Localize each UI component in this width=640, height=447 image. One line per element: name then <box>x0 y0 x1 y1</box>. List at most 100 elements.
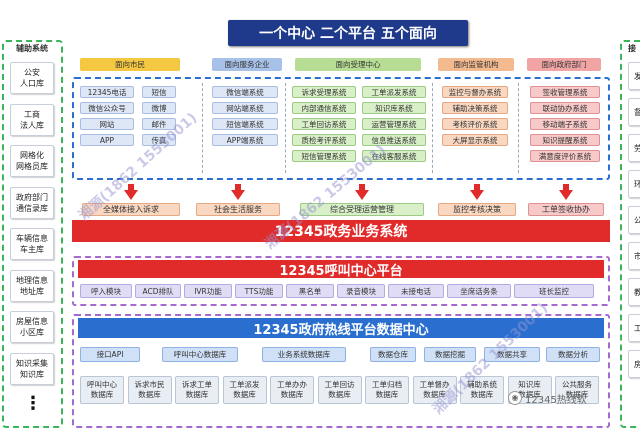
right-sidebar-item[interactable]: 公 <box>628 206 640 234</box>
center-system-chip[interactable]: 工单派发系统 <box>362 86 426 98</box>
center-system-chip[interactable]: 诉求受理系统 <box>292 86 356 98</box>
center-system-chip[interactable]: 内部通信系统 <box>292 102 356 114</box>
callcenter-module-chip[interactable]: TTS功能 <box>235 284 283 298</box>
government-system-chip[interactable]: 满意度评价系统 <box>530 150 600 162</box>
datacenter-module-chip[interactable]: 接口API <box>80 347 140 362</box>
flow-arrow <box>124 190 138 200</box>
citizen-channel-chip[interactable]: 传真 <box>142 134 176 146</box>
page-title: 一个中心 二个平台 五个面向 <box>228 20 468 46</box>
supervision-system-chip[interactable]: 大屏显示系统 <box>442 134 508 146</box>
right-sidebar-item[interactable]: 市 <box>628 242 640 270</box>
supervision-system-chip[interactable]: 辅助决策系统 <box>442 102 508 114</box>
database-chip[interactable]: 工单回访数据库 <box>317 376 362 404</box>
supervision-system-chip[interactable]: 考核评价系统 <box>442 118 508 130</box>
sidebar-item[interactable]: 地理信息地址库 <box>10 269 54 302</box>
right-sidebar-item[interactable]: 工 <box>628 314 640 342</box>
datacenter-module-chip[interactable]: 数据分析 <box>546 347 600 362</box>
database-chip[interactable]: 诉求市民数据库 <box>127 376 172 404</box>
enterprise-system-chip[interactable]: 微信端系统 <box>212 86 278 98</box>
facing-tab[interactable]: 面向政府部门 <box>527 58 601 71</box>
citizen-channel-chip[interactable]: 12345电话 <box>80 86 134 98</box>
front-systems-divider-2 <box>285 83 286 173</box>
citizen-channel-chip[interactable]: 邮件 <box>142 118 176 130</box>
facing-tab[interactable]: 面向受理中心 <box>295 58 421 71</box>
datacenter-module-chip[interactable]: 数据挖掘 <box>424 347 476 362</box>
citizen-channel-chip[interactable]: 微博 <box>142 102 176 114</box>
callcenter-module-chip[interactable]: 坐席话务条 <box>447 284 511 298</box>
right-sidebar-item[interactable]: 督 <box>628 98 640 126</box>
facing-tab[interactable]: 面向市民 <box>80 58 180 71</box>
callcenter-module-chip[interactable]: 班长监控 <box>514 284 594 298</box>
flow-arrow <box>231 190 245 200</box>
callcenter-module-chip[interactable]: 黑名单 <box>286 284 334 298</box>
enterprise-system-chip[interactable]: 网站端系统 <box>212 102 278 114</box>
business-system-band: 12345政务业务系统 <box>72 220 610 242</box>
center-system-chip[interactable]: 在线客服系统 <box>362 150 426 162</box>
callcenter-module-chip[interactable]: 未接电话 <box>388 284 444 298</box>
facing-tab[interactable]: 面向服务企业 <box>212 58 282 71</box>
flow-label[interactable]: 综合受理运营管理 <box>300 203 424 216</box>
flow-label[interactable]: 社会生活服务 <box>196 203 280 216</box>
callcenter-frame <box>72 256 610 306</box>
sidebar-title: 辅助系统 <box>16 44 48 53</box>
flow-arrow <box>559 190 573 200</box>
citizen-channel-chip[interactable]: 网站 <box>80 118 134 130</box>
center-system-chip[interactable]: 短信管理系统 <box>292 150 356 162</box>
center-system-chip[interactable]: 信息推送系统 <box>362 134 426 146</box>
center-system-chip[interactable]: 工单回访系统 <box>292 118 356 130</box>
right-sidebar-item[interactable]: 环 <box>628 170 640 198</box>
citizen-channel-chip[interactable]: 短信 <box>142 86 176 98</box>
government-system-chip[interactable]: 移动端子系统 <box>530 118 600 130</box>
flow-label[interactable]: 监控考核决策 <box>438 203 516 216</box>
database-chip[interactable]: 工单归档数据库 <box>365 376 409 404</box>
flow-arrow <box>470 190 484 200</box>
flow-label[interactable]: 工单签收协办 <box>528 203 604 216</box>
sidebar-item[interactable]: 政府部门通信录库 <box>10 186 54 219</box>
government-system-chip[interactable]: 联动协办系统 <box>530 102 600 114</box>
sidebar-item[interactable]: 工商法人库 <box>10 103 54 136</box>
flow-arrow-stem <box>474 184 480 192</box>
enterprise-system-chip[interactable]: 短信端系统 <box>212 118 278 130</box>
center-system-chip[interactable]: 运营管理系统 <box>362 118 426 130</box>
datacenter-module-chip[interactable]: 业务系统数据库 <box>262 347 346 362</box>
database-chip[interactable]: 工单办办数据库 <box>270 376 314 404</box>
right-sidebar-item[interactable]: 教 <box>628 278 640 306</box>
database-chip[interactable]: 工单派发数据库 <box>222 376 267 404</box>
front-systems-divider-4 <box>518 83 519 173</box>
citizen-channel-chip[interactable]: APP <box>80 134 134 146</box>
government-system-chip[interactable]: 知识提醒系统 <box>530 134 600 146</box>
enterprise-system-chip[interactable]: APP端系统 <box>212 134 278 146</box>
callcenter-module-chip[interactable]: 录音模块 <box>337 284 385 298</box>
center-system-chip[interactable]: 质检考评系统 <box>292 134 356 146</box>
database-chip[interactable]: 公共服务数据库 <box>555 376 599 404</box>
callcenter-module-chip[interactable]: IVR功能 <box>184 284 232 298</box>
datacenter-module-chip[interactable]: 数据仓库 <box>370 347 416 362</box>
flow-label[interactable]: 全媒体接入诉求 <box>82 203 180 216</box>
government-system-chip[interactable]: 签收管理系统 <box>530 86 600 98</box>
flow-arrow-stem <box>235 184 241 192</box>
database-chip[interactable]: 工单督办数据库 <box>412 376 457 404</box>
center-system-chip[interactable]: 知识库系统 <box>362 102 426 114</box>
sidebar-item[interactable]: 网格化网格员库 <box>10 145 54 177</box>
sidebar-item[interactable]: 车辆信息车主库 <box>10 228 54 260</box>
datacenter-module-chip[interactable]: 数据共享 <box>484 347 540 362</box>
callcenter-module-chip[interactable]: ACD排队 <box>135 284 181 298</box>
callcenter-module-chip[interactable]: 呼入模块 <box>80 284 132 298</box>
supervision-system-chip[interactable]: 监控与督办系统 <box>442 86 508 98</box>
right-sidebar-item[interactable]: 房 <box>628 350 640 378</box>
facing-tab[interactable]: 面向监管机构 <box>438 58 514 71</box>
sidebar-item[interactable]: 房屋信息小区库 <box>10 311 54 343</box>
datacenter-module-chip[interactable]: 呼叫中心数据库 <box>162 347 238 362</box>
flow-arrow-stem <box>128 184 134 192</box>
database-chip[interactable]: 诉求工单数据库 <box>175 376 219 404</box>
citizen-channel-chip[interactable]: 微信公众号 <box>80 102 134 114</box>
badge-label: 12345热线软 <box>525 394 587 406</box>
right-sidebar-item[interactable]: 发 <box>628 62 640 90</box>
sidebar-item[interactable]: 知识采集知识库 <box>10 352 54 385</box>
database-chip[interactable]: 呼叫中心数据库 <box>80 376 124 404</box>
database-chip[interactable]: 辅助系统数据库 <box>460 376 504 404</box>
sidebar-more-icon: ⋮ <box>24 393 42 414</box>
right-sidebar-item[interactable]: 劳 <box>628 134 640 162</box>
sidebar-item[interactable]: 公安人口库 <box>10 62 54 94</box>
flow-arrow-stem <box>563 184 569 192</box>
